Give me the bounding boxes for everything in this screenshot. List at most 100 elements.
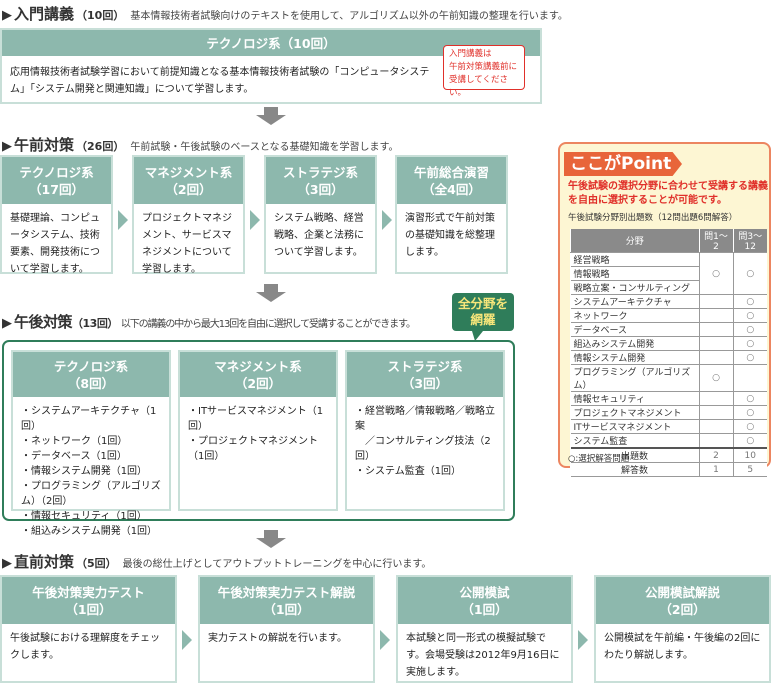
total-q1: 2 [698,447,733,463]
cell-field: プログラミング（アルゴリズム） [570,364,699,392]
cell-q3: ○ [732,336,767,351]
table-row: 情報戦略 [570,266,768,281]
cell-q1 [698,294,733,309]
card-item: ・情報システム開発（1回） [21,466,148,477]
card-item: ・プログラミング（アルゴリズム）（2回） [21,481,161,507]
table-row: システム監査○ [570,433,767,449]
am-heading: ▶ 午前対策 （26回） 午前試験・午後試験のベースとなる基礎知識を学習します。 [2,134,399,155]
cell-q1 [698,336,733,351]
section-title: 午後対策 [14,313,73,331]
card-header: 公開模試解説（2回） [596,577,769,624]
card-count: （2回） [234,375,282,391]
card-item: ・経営戦略／情報戦略／戦略立案 [355,406,495,432]
card-header: テクノロジ系（8回） [13,352,169,397]
course-card: マネジメント系（2回）プロジェクトマネジメント、サービスマネジメントについて学習… [132,155,245,275]
table-row: データベース○ [570,322,767,337]
cell-q1: ○ [698,252,733,295]
section-count: （26回） [76,140,125,153]
cell-q1 [698,391,733,406]
cell-q1 [698,350,733,365]
note-line: 入門講義は [449,49,492,59]
card-name: テクノロジ系 [53,358,129,374]
card-items: ・システムアーキテクチャ（1回）・ネットワーク（1回）・データベース（1回）・情… [13,397,169,545]
section-count: （10回） [76,9,125,22]
table-row: 経営戦略○○ [570,252,767,295]
cell-q3: ○ [732,419,767,434]
cell-q3: ○ [732,252,767,295]
card-count: （8回） [67,375,115,391]
cell-q3 [732,364,767,392]
table-row: 情報セキュリティ○ [570,391,767,406]
th-q3: 問3～12 [732,229,767,253]
badge-pointer [472,331,483,341]
cell-field: 情報戦略 [570,266,699,281]
triangle-icon: ▶ [2,8,12,23]
course-card: マネジメント系（2回）・ITサービスマネジメント（1回）・プロジェクトマネジメン… [178,350,338,511]
cell-q3: ○ [732,391,767,406]
table-row: システムアーキテクチャ○ [570,294,767,309]
card-item: ・ネットワーク（1回） [21,436,128,447]
table-row: プロジェクトマネジメント○ [570,405,767,420]
course-card: 午後対策実力テスト（1回）午後試験における理解度をチェックします。 [0,575,177,683]
section-title: 入門講義 [14,5,75,23]
coverage-badge: 全分野を 網羅 [452,293,514,331]
card-items: ・経営戦略／情報戦略／戦略立案 ／コンサルティング技法（2回）・システム監査（1… [347,397,503,485]
card-header: 公開模試（1回） [398,577,571,624]
card-count: （全4回） [422,181,481,197]
chevron-right-icon [380,630,390,650]
card-count: （3回） [401,375,449,391]
card-item: ・ITサービスマネジメント（1回） [188,406,324,432]
card-header: 午前総合演習（全4回） [397,157,506,204]
card-header: マネジメント系（2回） [180,352,336,397]
badge-line: 網羅 [470,312,496,327]
th-q1: 問1～2 [698,229,733,253]
chevron-right-icon [578,630,588,650]
chevron-right-icon [250,210,260,230]
card-body: 応用情報技術者試験学習において前提知識となる基本情報技術者試験の「コンピュータシ… [10,67,430,95]
card-count: （1回） [461,601,508,617]
course-card: ストラテジ系（3回） ・経営戦略／情報戦略／戦略立案 ／コンサルティング技法（2回… [345,350,505,511]
cell-field: 経営戦略 [570,252,699,267]
card-name: ストラテジ系 [282,164,358,180]
card-name: ストラテジ系 [387,358,463,374]
course-card: 公開模試（1回） 本試験と同一形式の模擬試験です。会場受験は2012年9月16日に… [396,575,573,683]
table-row: 戦略立案・コンサルティング [570,280,768,295]
total-q3: 10 [732,447,767,463]
triangle-icon: ▶ [2,139,12,154]
intro-heading: ▶ 入門講義 （10回） 基本情報技術者試験向けのテキストを使用して、アルゴリズ… [2,3,568,24]
cell-q3: ○ [732,433,767,449]
card-body: システム戦略、経営戦略、企業と法務について学習します。 [274,213,364,258]
course-card: ストラテジ系（3回） システム戦略、経営戦略、企業と法務について学習します。 [264,155,377,274]
pm-group [2,340,515,521]
card-header: ストラテジ系（3回） [266,157,375,204]
cell-q1 [698,322,733,337]
card-name: 午前総合演習 [413,164,489,180]
card-header: マネジメント系（2回） [134,157,243,204]
card-name: テクノロジ系 [19,164,94,180]
table-row: 情報システム開発○ [570,350,767,365]
cell-q3: ○ [732,294,767,309]
section-desc: 以下の講義の中から最大13回を自由に選択して受講することができます。 [120,319,416,330]
cell-field: 戦略立案・コンサルティング [570,280,699,295]
section-count: （5回） [76,557,117,570]
down-arrow-icon [256,284,286,302]
note-line: 受講してください。 [449,75,508,98]
card-name: 公開模試 [459,584,510,600]
cell-q1 [698,308,733,323]
course-card: 公開模試解説（2回）公開模試を午前編・午後編の2回にわたり解説します。 [594,575,771,683]
card-count: （17回） [29,181,84,197]
final-heading: ▶ 直前対策 （5回） 最後の総仕上げとしてアウトプットトレーニングを中心に行い… [2,551,431,572]
card-item: ・組込みシステム開発（1回） [21,526,158,537]
point-table: 分野 問1～2 問3～12 経営戦略○○情報戦略戦略立案・コンサルティングシステ… [570,229,767,477]
cell-q3: ○ [732,308,767,323]
table-row: 組込みシステム開発○ [570,336,767,351]
card-body: 午後試験における理解度をチェックします。 [10,633,160,661]
card-header: テクノロジ系（10回） [2,30,540,56]
card-header: テクノロジ系（17回） [2,157,111,204]
section-count: （13回） [72,317,118,330]
card-name: 公開模試解説 [644,584,720,600]
card-body: 本試験と同一形式の模擬試験です。会場受験は2012年9月16日に実施します。 [406,633,560,678]
intro-note: 入門講義は 午前対策講義前に 受講してください。 [443,45,525,98]
down-arrow-icon [256,107,286,125]
